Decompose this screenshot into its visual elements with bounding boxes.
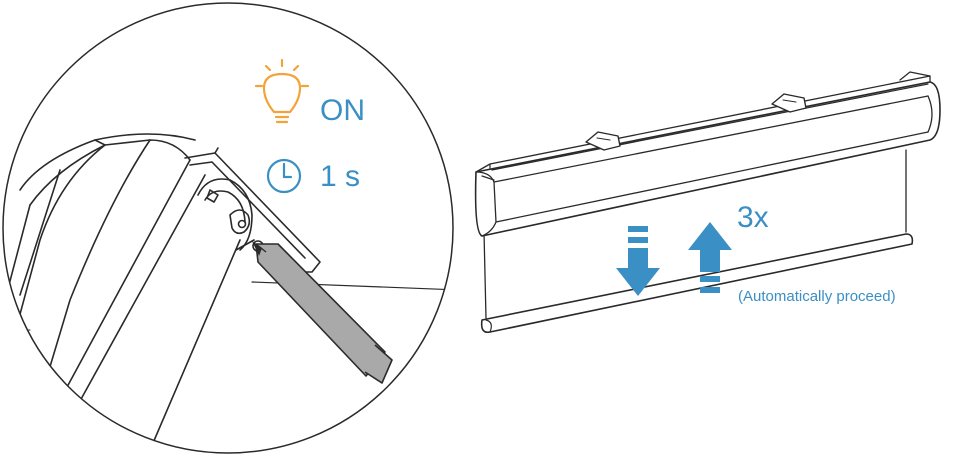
magnifier-circle — [2, 2, 454, 454]
repeat-count-label: 3x — [737, 201, 769, 234]
clock-icon — [266, 158, 302, 194]
mount-clip-left — [585, 131, 621, 151]
auto-proceed-note: (Automatically proceed) — [738, 288, 896, 305]
headrail-cover — [474, 81, 941, 237]
roller-blind — [474, 71, 941, 334]
light-state-label: ON — [320, 94, 365, 127]
arrow-down-icon — [616, 226, 660, 296]
detail-magnifier — [2, 2, 454, 454]
lightbulb-icon — [254, 58, 310, 124]
arrow-up-icon — [688, 222, 732, 293]
fabric-left-edge — [483, 231, 487, 319]
mount-clip-right — [771, 93, 807, 113]
bottom-bar — [480, 233, 914, 334]
press-duration-label: 1 s — [320, 160, 361, 193]
pen-tool — [252, 241, 393, 384]
pen-tip — [252, 241, 262, 256]
pen-clip — [364, 344, 393, 384]
